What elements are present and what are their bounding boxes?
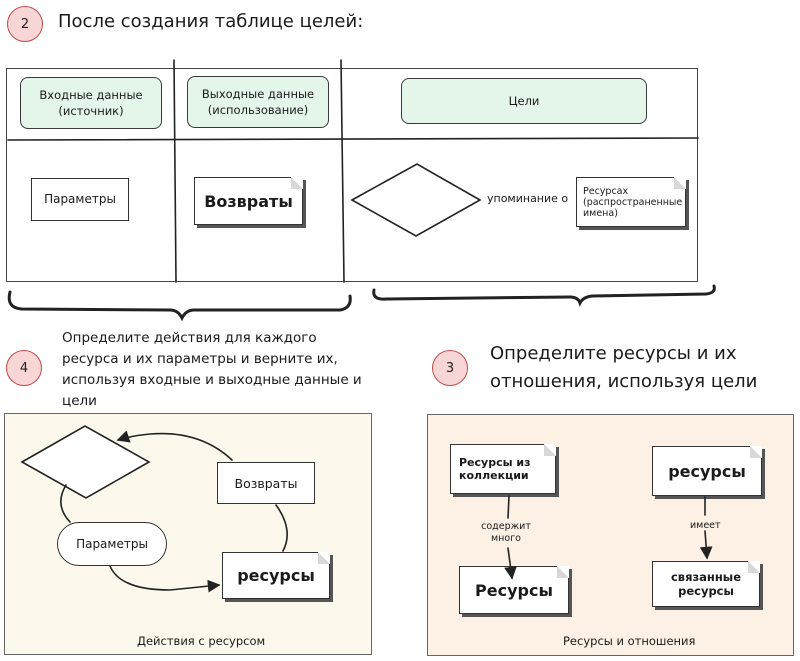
collection-card-label: Ресурсы из коллекции	[459, 456, 531, 482]
relations-caption: Ресурсы и отношения	[563, 634, 696, 648]
returns-card: Возвраты	[194, 177, 303, 225]
collection-card: Ресурсы из коллекции	[450, 444, 556, 494]
goals-header: Цели	[401, 78, 647, 124]
fold-corner	[750, 446, 762, 458]
resources-card-left: Ресурсы	[459, 566, 569, 614]
goals-header-label: Цели	[508, 94, 540, 108]
brace-right	[372, 284, 716, 307]
output-data-header-label: Выходные данные (использование)	[201, 87, 315, 117]
fold-corner	[748, 561, 760, 573]
related-resources-label: связанные ресурсы	[670, 570, 741, 598]
fold-corner	[291, 177, 303, 189]
returns-box-label: Возвраты	[234, 475, 298, 491]
resources-card-right-label: ресурсы	[668, 461, 746, 481]
step-2-title: После создания таблице целей:	[58, 11, 364, 32]
resources-common-names-card: Ресурсах (распространенные имена)	[576, 177, 686, 227]
returns-box: Возвраты	[217, 462, 315, 504]
params-pill-label: Параметры	[76, 536, 148, 551]
mention-label: упоминание о	[487, 192, 569, 205]
resource-card-label: ресурсы	[237, 566, 315, 585]
brace-left	[7, 290, 352, 322]
resource-card: ресурсы	[222, 552, 330, 599]
input-data-header: Входные данные (источник)	[20, 77, 162, 129]
step-4-number: 4	[19, 360, 29, 376]
has-label: имеет	[690, 520, 721, 531]
fold-corner	[557, 566, 569, 578]
output-data-header: Выходные данные (использование)	[187, 76, 329, 128]
step-2-badge: 2	[7, 6, 43, 42]
step-4-badge: 4	[6, 350, 42, 386]
step-3-title: Определите ресурсы и их отношения, испол…	[490, 343, 758, 392]
fold-corner	[318, 552, 330, 564]
related-resources-card: связанные ресурсы	[652, 561, 760, 607]
fold-corner	[544, 444, 556, 456]
params-card: Параметры	[31, 178, 129, 221]
params-card-label: Параметры	[44, 192, 116, 206]
verb-diamond-label: Детстве (глагол)	[391, 184, 441, 213]
input-data-header-label: Входные данные (источник)	[39, 88, 143, 118]
returns-card-label: Возвраты	[204, 191, 293, 211]
resources-card-left-label: Ресурсы	[475, 580, 553, 600]
actions-caption: Действия с ресурсом	[137, 634, 266, 648]
contains-label: содержит много	[481, 521, 531, 544]
resources-common-names-label: Ресурсах (распространенные имена)	[583, 185, 683, 219]
step-4-title: Определите действия для каждого ресурса …	[62, 330, 362, 409]
action-diamond-label: Детстве	[54, 454, 108, 469]
step-3-number: 3	[445, 360, 455, 376]
fold-corner	[674, 177, 686, 189]
step-2-number: 2	[20, 16, 30, 32]
step-3-badge: 3	[432, 350, 468, 386]
resources-card-right: ресурсы	[652, 446, 762, 496]
params-pill: Параметры	[57, 522, 167, 566]
